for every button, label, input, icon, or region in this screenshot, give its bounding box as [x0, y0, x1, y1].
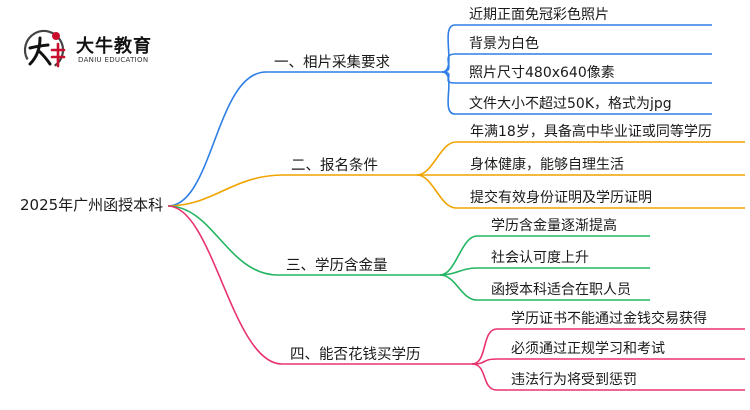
- leaf-link: [441, 24, 712, 73]
- branch-link: [167, 205, 440, 276]
- branch-buy-degree: 四、能否花钱买学历: [290, 347, 421, 363]
- leaf-photo-4: 文件大小不超过50K，格式为jpg: [469, 96, 672, 112]
- leaf-link: [441, 71, 712, 115]
- leaf-link: [416, 174, 745, 209]
- leaf-link: [471, 328, 745, 365]
- leaf-link: [471, 358, 745, 365]
- leaf-buy-3: 违法行为将受到惩罚: [511, 372, 637, 388]
- leaf-link: [441, 53, 712, 73]
- branch-link: [167, 205, 472, 365]
- branch-link: [167, 71, 442, 207]
- leaf-value-1: 学历含金量逐渐提高: [491, 218, 617, 234]
- branch-photo-requirements: 一、相片采集要求: [274, 55, 390, 71]
- leaf-conditions-3: 提交有效身份证明及学历证明: [470, 190, 652, 206]
- leaf-photo-1: 近期正面免冠彩色照片: [469, 7, 609, 23]
- leaf-link: [416, 141, 745, 176]
- branch-enrollment-conditions: 二、报名条件: [291, 158, 378, 174]
- logo-title: 大牛教育: [76, 36, 152, 57]
- leaf-photo-2: 背景为白色: [469, 36, 539, 52]
- leaf-value-3: 函授本科适合在职人员: [491, 282, 631, 298]
- branch-link: [167, 174, 417, 207]
- mindmap-links: [167, 24, 745, 391]
- leaf-link: [439, 274, 650, 301]
- leaf-link: [471, 363, 745, 391]
- leaf-link: [439, 235, 650, 276]
- daniu-logo-icon: [23, 29, 66, 71]
- logo-subtitle: DANIU EDUCATION: [78, 56, 149, 64]
- leaf-buy-1: 学历证书不能通过金钱交易获得: [511, 311, 707, 327]
- branch-degree-value: 三、学历含金量: [286, 258, 388, 274]
- leaf-conditions-1: 年满18岁，具备高中毕业证或同等学历: [470, 124, 712, 140]
- leaf-photo-3: 照片尺寸480x640像素: [469, 65, 615, 81]
- leaf-conditions-2: 身体健康，能够自理生活: [470, 157, 624, 173]
- root-topic: 2025年广州函授本科: [20, 196, 164, 214]
- leaf-value-2: 社会认可度上升: [491, 250, 589, 266]
- leaf-buy-2: 必须通过正规学习和考试: [511, 341, 665, 357]
- brand-logo: 大牛教育 DANIU EDUCATION: [18, 24, 168, 76]
- leaf-link: [439, 267, 650, 276]
